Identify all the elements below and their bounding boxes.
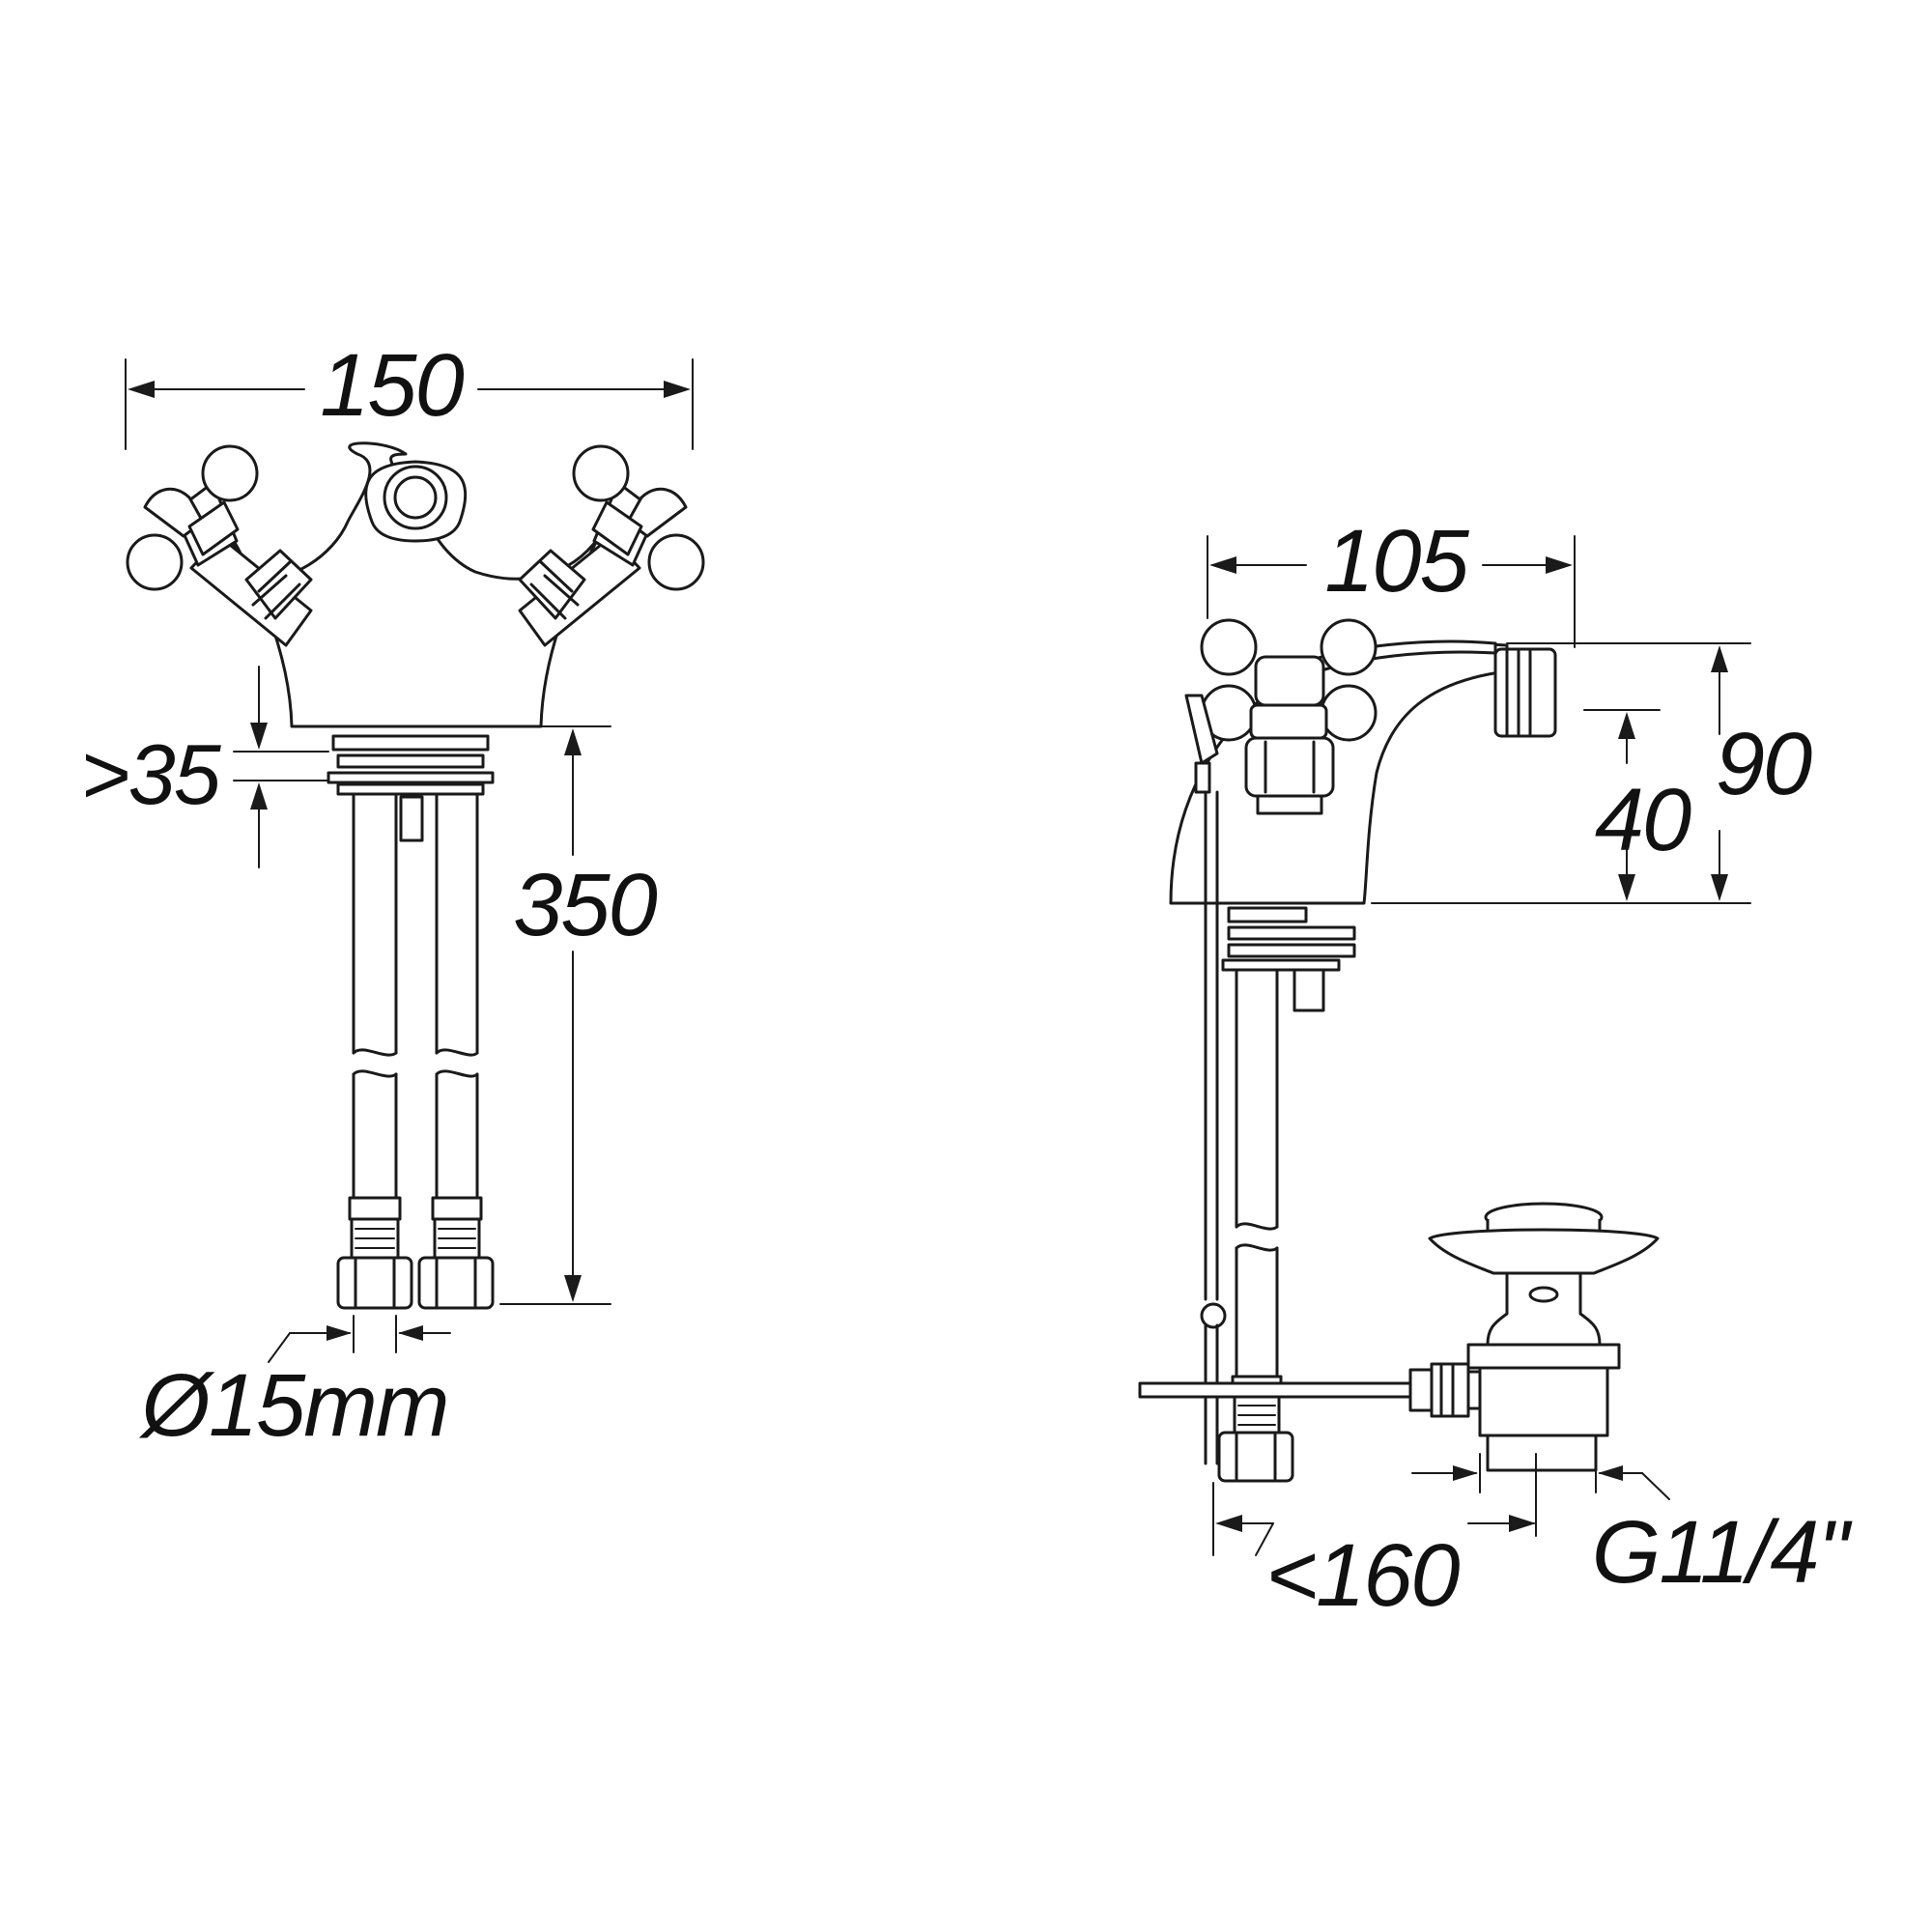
dim-side-heights: 90 40 bbox=[1371, 642, 1814, 904]
dim-label-40: 40 bbox=[1595, 771, 1691, 869]
front-mounting-nuts bbox=[327, 734, 495, 842]
side-mounting-nuts bbox=[1221, 906, 1356, 1012]
aerator-ring-icon bbox=[383, 465, 448, 530]
dim-front-deck: >35 bbox=[80, 666, 329, 868]
dim-label-150: 150 bbox=[320, 336, 464, 435]
side-handle-icon bbox=[1200, 618, 1378, 815]
dim-side-drain: <160 G11/4" bbox=[1212, 1453, 1856, 1625]
dim-label-350: 350 bbox=[513, 856, 657, 954]
dim-label-90: 90 bbox=[1716, 715, 1812, 813]
front-hoses bbox=[336, 794, 495, 1310]
front-faucet-body bbox=[230, 441, 601, 728]
dim-front-hose-diameter: Ø15mm bbox=[138, 1315, 451, 1455]
front-left-handle-icon bbox=[126, 444, 313, 647]
dim-label-160: <160 bbox=[1265, 1526, 1460, 1625]
side-faucet-body bbox=[1169, 618, 1557, 905]
side-view: 105 bbox=[1138, 512, 1856, 1625]
side-drain-icon bbox=[1428, 1202, 1660, 1472]
side-hose bbox=[1217, 968, 1294, 1483]
dim-label-15mm: Ø15mm bbox=[138, 1356, 447, 1455]
dim-front-hose-length: 350 bbox=[499, 725, 660, 1305]
dim-side-depth: 105 bbox=[1207, 512, 1576, 648]
side-linkage bbox=[1138, 1362, 1482, 1418]
dim-label-g114: G11/4" bbox=[1592, 1503, 1854, 1602]
dim-label-105: 105 bbox=[1324, 512, 1469, 611]
dim-front-width: 150 bbox=[125, 336, 694, 450]
front-right-handle-icon bbox=[518, 444, 705, 647]
front-view: 150 bbox=[80, 336, 705, 1455]
dim-label-35: >35 bbox=[80, 726, 221, 822]
side-popup-rod bbox=[1200, 790, 1227, 1465]
